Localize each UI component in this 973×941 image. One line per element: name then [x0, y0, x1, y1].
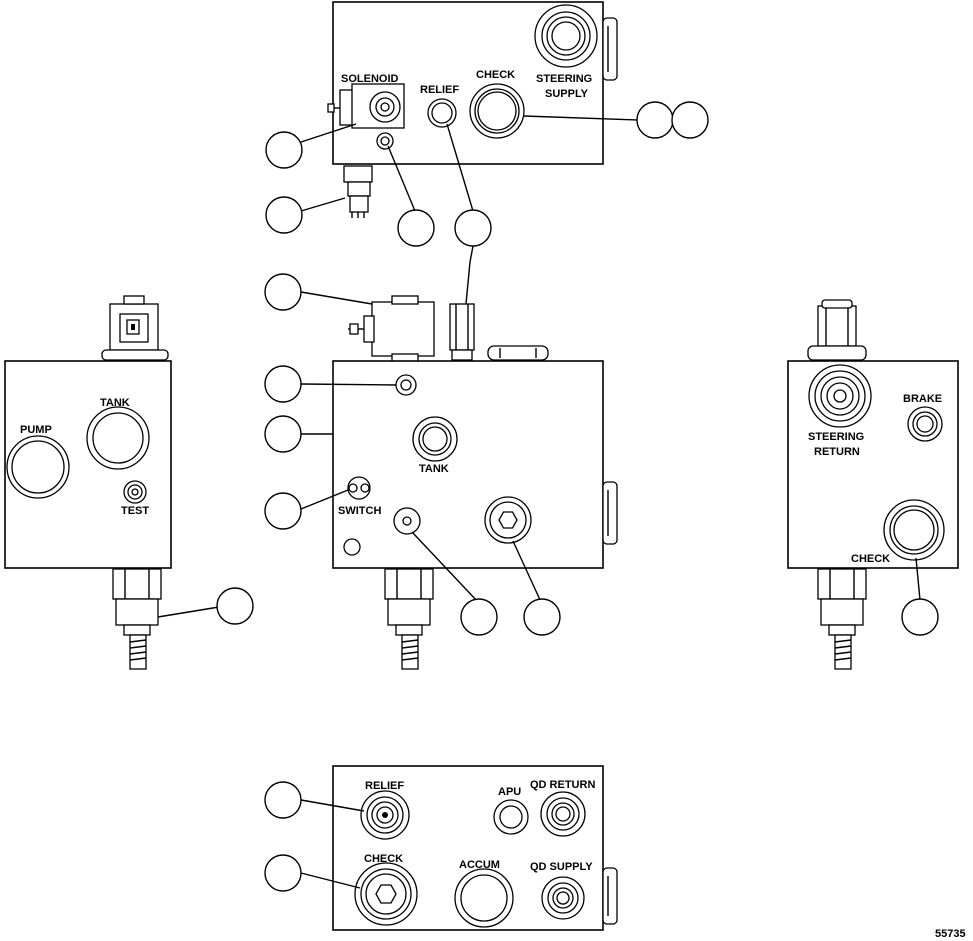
- label-apu: APU: [498, 786, 521, 798]
- label-qd-supply: QD SUPPLY: [530, 861, 593, 873]
- label-solenoid: SOLENOID: [341, 73, 399, 85]
- bottom-check-port: [354, 862, 418, 926]
- label-left-tank: TANK: [100, 397, 130, 409]
- left-manifold-block: PUMP TANK TEST: [4, 295, 172, 569]
- label-qd-return: QD RETURN: [530, 779, 595, 791]
- left-tank-port: [86, 406, 150, 470]
- right-top-cartridge: [807, 299, 867, 361]
- label-right-check: CHECK: [851, 553, 890, 565]
- leader-right-check: [915, 557, 921, 601]
- center-block-body: [332, 360, 604, 569]
- label-bottom-relief: RELIEF: [365, 780, 404, 792]
- center-hex-plug: [484, 496, 532, 544]
- left-bottom-cartridge: [112, 568, 162, 670]
- center-small-top-port: [395, 374, 417, 396]
- leader-solenoid-valve: [300, 291, 373, 305]
- apu-port: [493, 799, 529, 835]
- left-test-port: [123, 480, 147, 504]
- steering-return-port: [808, 364, 872, 428]
- center-top-plug: [487, 345, 549, 361]
- callout-solenoid-valve: [264, 273, 302, 311]
- label-top-check: CHECK: [476, 69, 515, 81]
- label-supply: SUPPLY: [545, 88, 589, 100]
- left-top-solenoid: [101, 295, 169, 361]
- bottom-manifold-block: RELIEF APU QD RETURN CHECK ACCUM QD SUPP…: [332, 765, 618, 931]
- bottom-callout-bubbles: [264, 781, 302, 892]
- callout-left-cartridge: [216, 587, 254, 625]
- leader-relief-cartridge: [465, 245, 474, 305]
- center-relief-cartridge: [449, 303, 475, 361]
- steering-supply-port: [534, 4, 598, 68]
- top-callout-bubbles: [265, 101, 709, 247]
- left-pump-port: [6, 435, 70, 499]
- right-manifold-block: BRAKE STEERING RETURN CHECK: [787, 299, 959, 569]
- top-side-port: [602, 17, 618, 81]
- top-manifold-block: SOLENOID RELIEF CHECK STEERING SUPPLY: [327, 1, 618, 218]
- callout-right-check: [901, 598, 939, 636]
- accum-port: [454, 868, 514, 928]
- label-return: RETURN: [814, 446, 860, 458]
- center-side-port: [602, 481, 618, 545]
- top-relief-port: [427, 98, 457, 128]
- center-tank-port: [412, 416, 458, 462]
- label-accum: ACCUM: [459, 859, 500, 871]
- top-leaders: [300, 115, 639, 212]
- center-bottom-cartridge: [384, 568, 434, 670]
- qd-supply-port: [541, 876, 585, 920]
- bottom-relief-port: [360, 790, 410, 840]
- bottom-side-port: [602, 867, 618, 925]
- right-check-port: [883, 499, 945, 561]
- label-right-steering: STEERING: [808, 431, 864, 443]
- figure-number: 55735: [935, 928, 966, 940]
- top-cartridge: [343, 165, 373, 218]
- label-center-tank: TANK: [419, 463, 449, 475]
- top-small-port: [376, 132, 394, 150]
- label-bottom-check: CHECK: [364, 853, 403, 865]
- center-manifold-block: TANK SWITCH: [332, 360, 618, 569]
- bottom-leaders: [300, 799, 365, 889]
- label-steering: STEERING: [536, 73, 592, 85]
- qd-return-port: [540, 791, 586, 837]
- brake-port: [907, 406, 943, 442]
- top-check-port: [469, 83, 525, 139]
- center-callout-bubbles: [264, 365, 561, 636]
- pressure-switch: [347, 476, 371, 500]
- center-lower-port: [393, 507, 421, 535]
- label-brake: BRAKE: [903, 393, 942, 405]
- label-switch: SWITCH: [338, 505, 381, 517]
- label-pump: PUMP: [20, 424, 52, 436]
- right-bottom-cartridge: [817, 568, 867, 670]
- center-plug-hole: [343, 538, 361, 556]
- center-leaders: [300, 383, 542, 603]
- label-test: TEST: [121, 505, 149, 517]
- label-top-relief: RELIEF: [420, 84, 459, 96]
- top-solenoid: [327, 83, 405, 129]
- leader-left-cartridge: [157, 606, 220, 618]
- center-solenoid-valve: [348, 295, 435, 363]
